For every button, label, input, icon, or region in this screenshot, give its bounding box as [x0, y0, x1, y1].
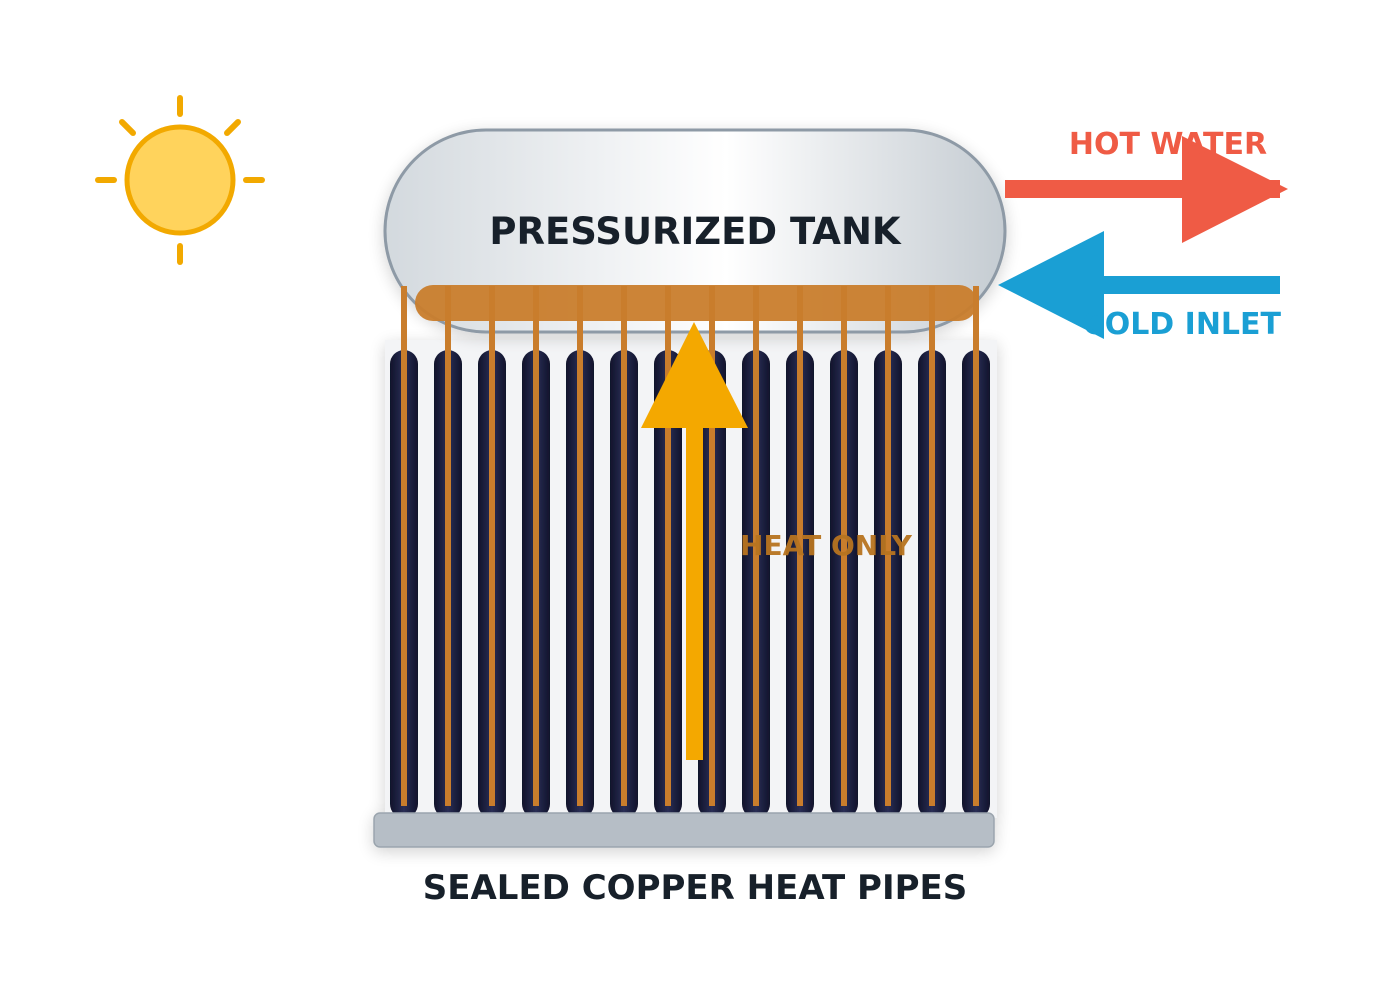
cold-arrow-head	[998, 231, 1104, 339]
copper-heat-pipe	[533, 286, 539, 806]
hot-water-label: HOT WATER	[1069, 127, 1267, 162]
copper-heat-pipe	[973, 286, 979, 806]
cold-arrow-shaft	[1090, 276, 1280, 294]
copper-heat-pipe	[665, 286, 671, 806]
copper-heat-pipe	[709, 286, 715, 806]
copper-heat-pipe	[445, 286, 451, 806]
sun-disc	[124, 124, 236, 236]
heat-pipes-caption: SEALED COPPER HEAT PIPES	[423, 868, 968, 908]
copper-heat-pipe	[841, 286, 847, 806]
sun-rays	[95, 95, 265, 265]
cold-inlet-label: COLD INLET	[1083, 307, 1282, 342]
heat-arrow-head	[641, 322, 748, 428]
copper-manifold	[415, 285, 977, 321]
hot-water-arrow	[1005, 136, 1288, 243]
hot-arrow-head	[1182, 136, 1288, 243]
panel-base-rail	[373, 812, 995, 848]
copper-heat-pipe	[797, 286, 803, 806]
copper-heat-pipe	[885, 286, 891, 806]
copper-heat-pipe	[621, 286, 627, 806]
cold-inlet-arrow	[998, 231, 1280, 339]
tank-label: PRESSURIZED TANK	[489, 210, 901, 253]
heat-flow-arrow	[641, 322, 748, 760]
heat-only-label: HEAT ONLY	[740, 529, 913, 562]
copper-heat-pipe	[929, 286, 935, 806]
copper-heat-pipe	[753, 286, 759, 806]
sun-icon	[95, 95, 265, 265]
heat-arrow-shaft	[686, 410, 703, 760]
copper-heat-pipes	[401, 286, 979, 806]
copper-heat-pipe	[489, 286, 495, 806]
copper-heat-pipe	[401, 286, 407, 806]
copper-heat-pipe	[577, 286, 583, 806]
